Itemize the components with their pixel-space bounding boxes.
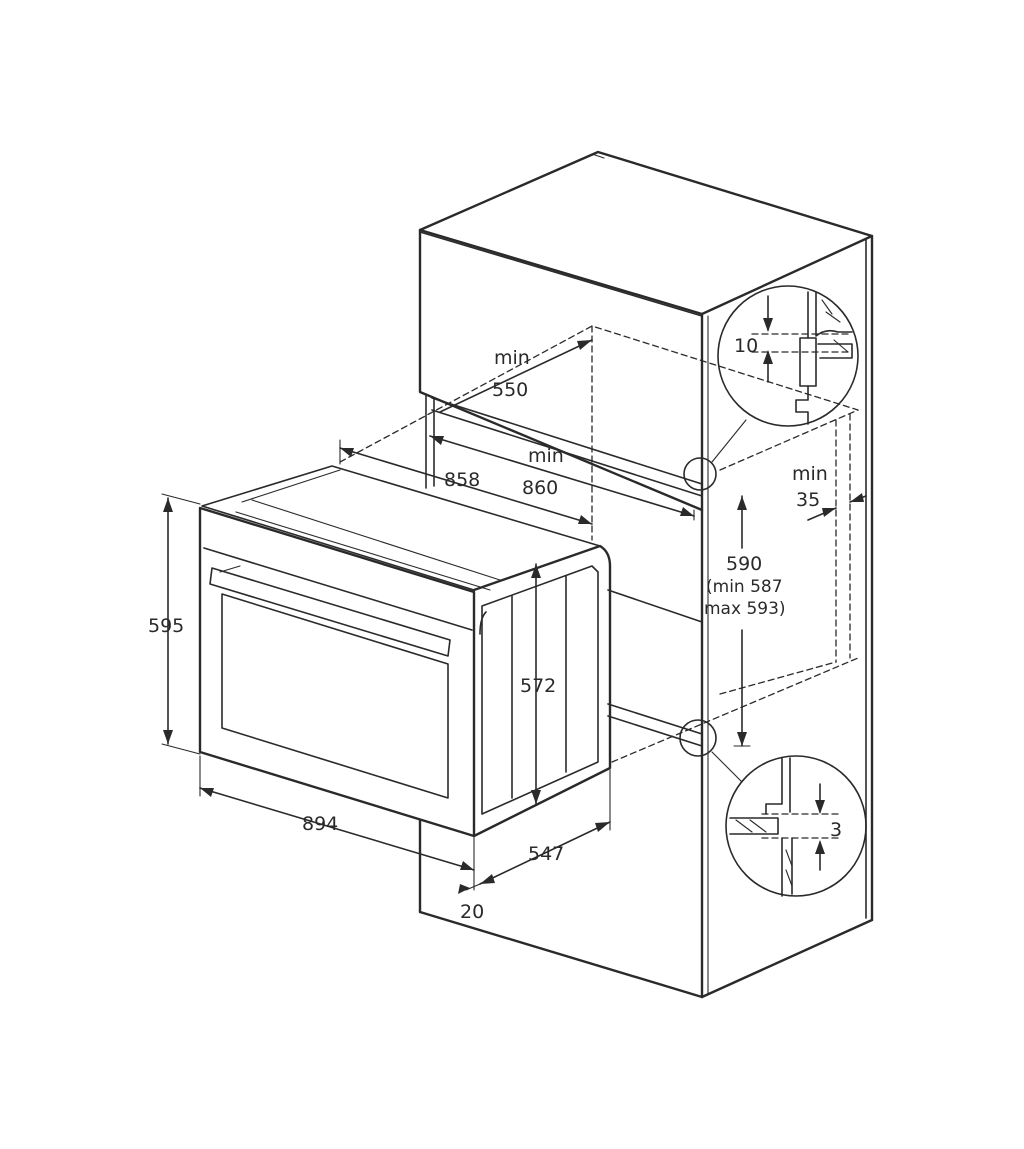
label-detail-10: 10 — [734, 335, 758, 357]
detail-callout-top — [683, 285, 859, 491]
label-547: 547 — [528, 843, 564, 865]
label-590: 590 — [726, 553, 762, 575]
oven — [198, 465, 612, 838]
label-595: 595 — [148, 615, 184, 637]
label-detail-3: 3 — [830, 819, 842, 841]
label-max593: max 593) — [704, 599, 786, 619]
label-top-min: min — [494, 347, 530, 369]
cabinet-recess-outline — [339, 325, 859, 463]
label-20: 20 — [460, 901, 484, 923]
cabinet-front-upper — [418, 228, 704, 512]
dimension-labels: min 550 858 min 860 590 (min 587 max 593… — [148, 335, 842, 923]
cabinet-top-face — [418, 150, 874, 316]
label-858: 858 — [444, 469, 480, 491]
label-side-min: min — [792, 463, 828, 485]
label-550: 550 — [492, 379, 528, 401]
oven-front-panel — [198, 506, 476, 838]
oven-side-body — [472, 544, 612, 838]
oven-door-window — [221, 593, 449, 799]
label-860: 860 — [522, 477, 558, 499]
label-894: 894 — [302, 813, 338, 835]
label-top-min2: min — [528, 445, 564, 467]
label-35: 35 — [796, 489, 820, 511]
detail-callout-bottom — [679, 719, 867, 897]
label-572: 572 — [520, 675, 556, 697]
oven-door-handle — [209, 567, 451, 657]
dimension-lines — [161, 339, 867, 894]
label-min587: (min 587 — [706, 577, 783, 597]
cabinet — [339, 150, 874, 999]
